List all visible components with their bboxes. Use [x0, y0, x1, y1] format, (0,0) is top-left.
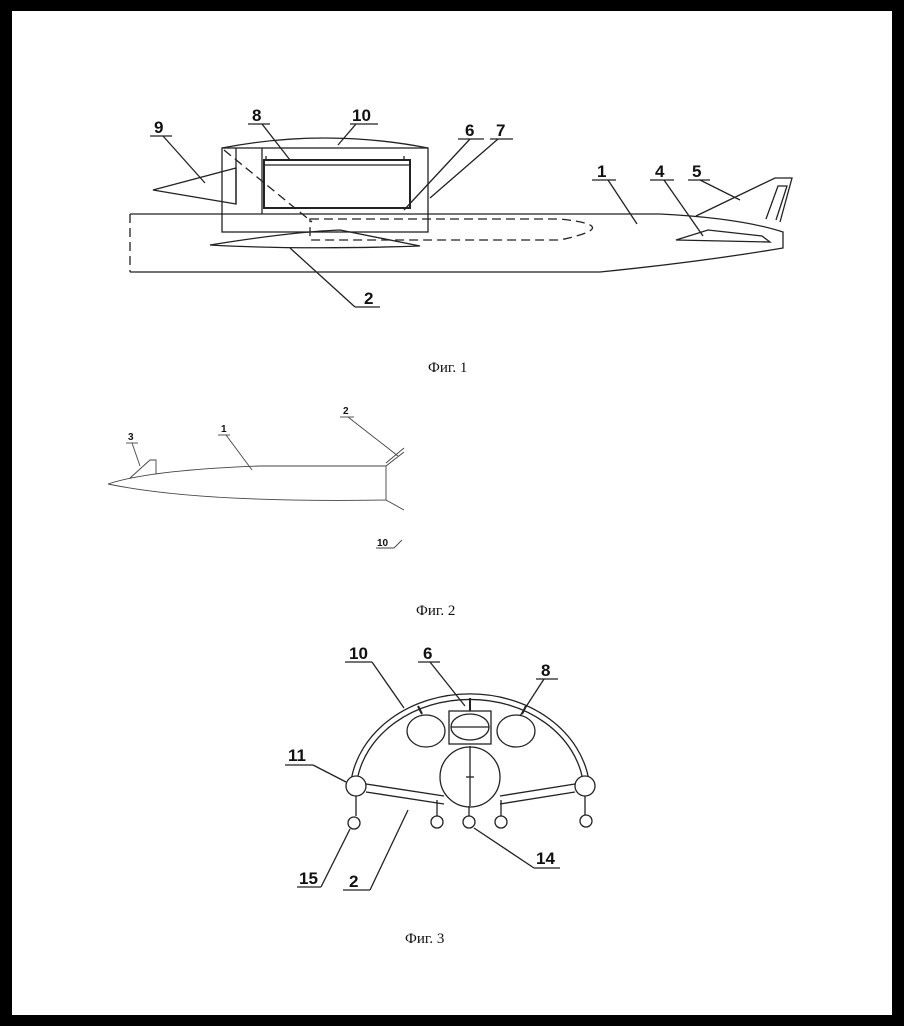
- caption-fig3: Фиг. 3: [405, 931, 444, 947]
- leaders-fig3: [285, 661, 560, 891]
- container-left-mount: [417, 705, 423, 715]
- label-10: 10: [352, 106, 371, 125]
- fig2-label-3: 3: [128, 432, 134, 443]
- gear-wheel-c2: [462, 815, 476, 829]
- fig3-label-15: 15: [299, 869, 318, 888]
- wing: [209, 229, 421, 249]
- fig3-label-8: 8: [541, 661, 550, 680]
- figure-3: 10 6 8 11 15 2 14 Фиг. 3: [285, 644, 596, 947]
- dashed-diagonal: [223, 149, 313, 223]
- label-5: 5: [692, 162, 701, 181]
- container-right: [496, 714, 536, 748]
- internal-dashed-part: [309, 218, 594, 241]
- left-engine: [345, 775, 367, 797]
- wing-stub-line: [385, 447, 405, 464]
- fuselage: [130, 213, 784, 273]
- fin-panel: [765, 185, 788, 221]
- fig2-label-2: 2: [343, 406, 349, 417]
- leaders-fig2: [126, 416, 403, 549]
- arch-outer: [350, 693, 590, 782]
- label-2: 2: [364, 289, 373, 308]
- gear-wheel-c1: [430, 815, 444, 829]
- fig2-label-10: 10: [377, 538, 389, 549]
- gear-wheel-left: [347, 816, 361, 830]
- label-6: 6: [465, 121, 474, 140]
- fairing: [221, 137, 429, 149]
- fig3-label-10: 10: [349, 644, 368, 663]
- engine-pod: [221, 147, 429, 233]
- intake-cone: [152, 167, 237, 205]
- fig3-label-11: 11: [288, 746, 306, 765]
- nose-fin: [129, 459, 157, 479]
- label-7: 7: [496, 121, 505, 140]
- fig3-label-6: 6: [423, 644, 432, 663]
- caption-fig1: Фиг. 1: [428, 360, 467, 376]
- wing-front: [365, 783, 576, 805]
- caption-fig2: Фиг. 2: [416, 603, 455, 619]
- fig3-label-14: 14: [536, 849, 555, 868]
- fig2-label-1: 1: [221, 424, 227, 435]
- vertical-fin: [695, 177, 793, 223]
- label-8: 8: [252, 106, 261, 125]
- label-4: 4: [655, 162, 665, 181]
- canard: [675, 229, 773, 243]
- gear-wheel-right: [579, 814, 593, 828]
- container-left: [406, 714, 446, 748]
- fig3-label-2: 2: [349, 872, 358, 891]
- figure-2: 3 1 2 10 Фиг. 2: [107, 406, 455, 619]
- fuselage-side: [107, 451, 405, 511]
- label-9: 9: [154, 118, 163, 137]
- right-engine: [574, 775, 596, 797]
- gear-wheel-c3: [494, 815, 508, 829]
- leaders-fig1: [150, 123, 741, 308]
- container: [263, 159, 411, 209]
- label-1: 1: [597, 162, 606, 181]
- figure-1: 9 8 10 6 7 1 4 5 2 Фиг. 1: [129, 106, 793, 376]
